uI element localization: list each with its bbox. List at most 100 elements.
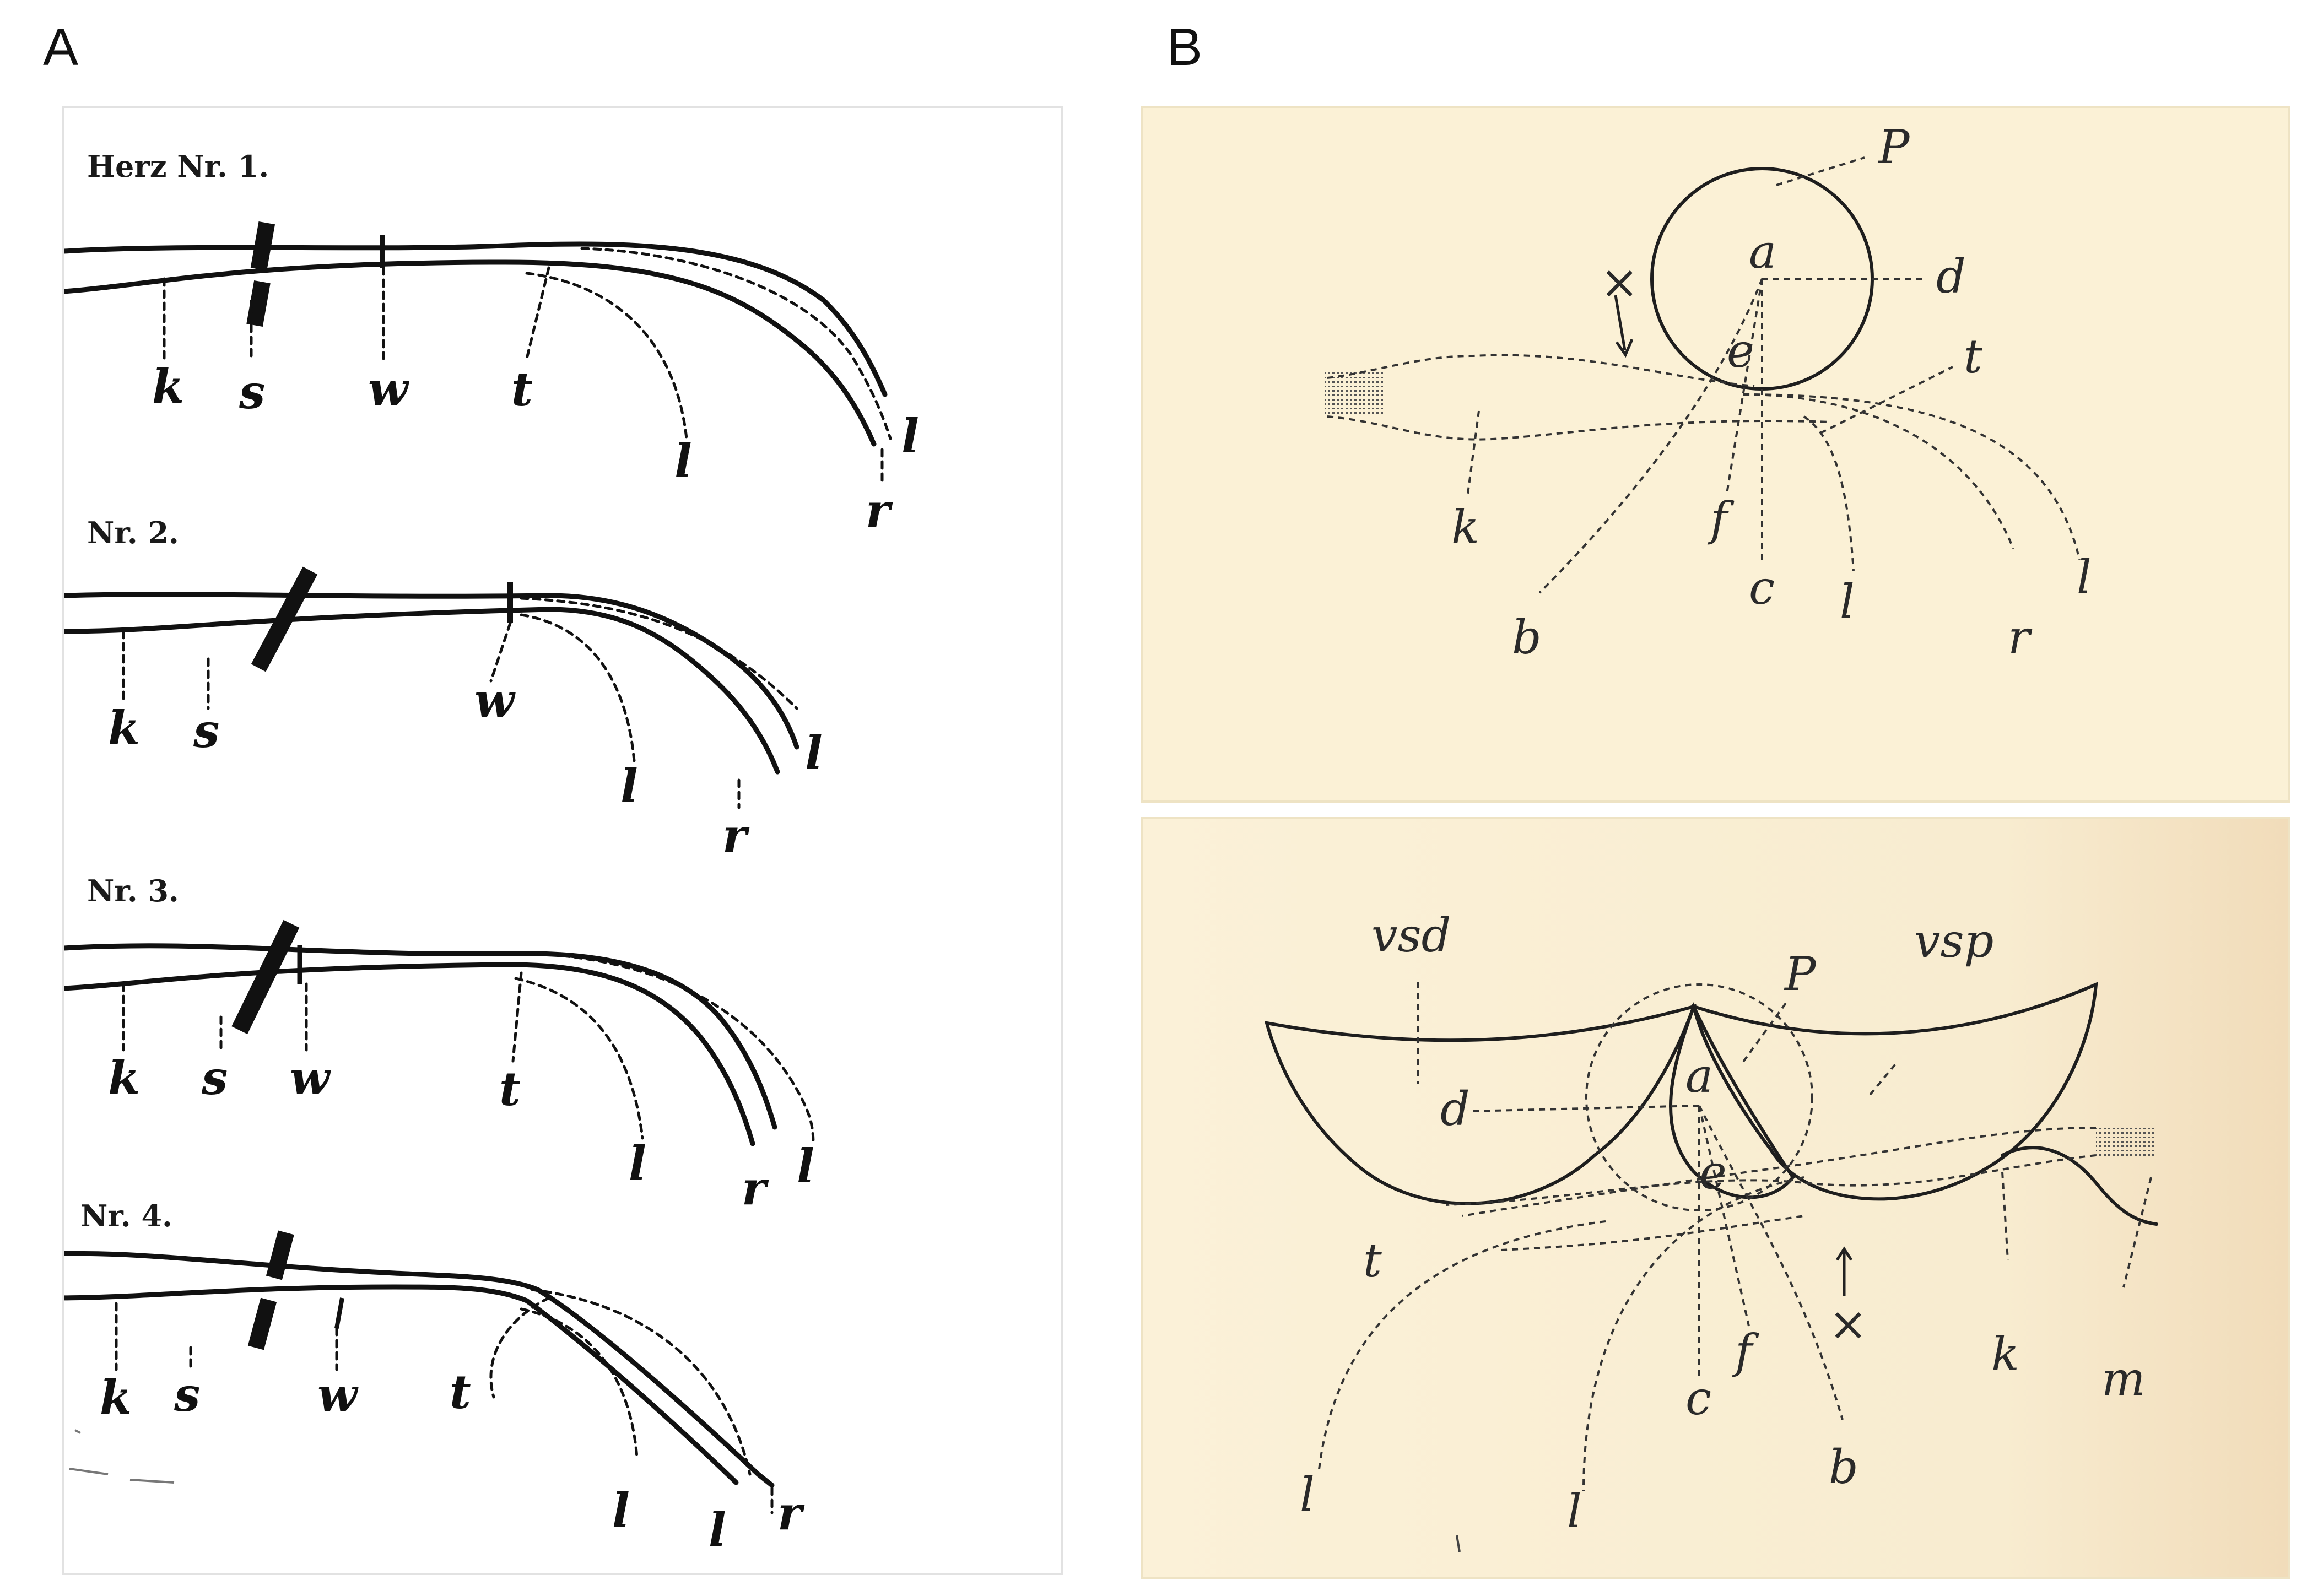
- stippled-end-right: [2096, 1125, 2157, 1158]
- stippled-end-left: [1325, 372, 1385, 416]
- panel-b-top-figure: P a d × e t k f c l r l b: [1141, 106, 2290, 803]
- heart-4-label-s: s: [174, 1367, 200, 1422]
- heart-4-dashed-l-inner: [520, 1307, 639, 1459]
- heart-2-label-w: w: [474, 673, 516, 728]
- top-label-f: f: [1707, 492, 1735, 546]
- leader-l-left: [1318, 1220, 1606, 1470]
- heart-1-dashed-l-inner: [525, 272, 688, 440]
- heart-1-label-w: w: [368, 362, 409, 416]
- heart-4-label-w: w: [317, 1367, 359, 1422]
- heart-3-label-w: w: [290, 1051, 331, 1105]
- heart-3-upper-line: [64, 943, 777, 1130]
- bottom-label-p: P: [1784, 947, 1817, 1001]
- leader-vsp: [1869, 1061, 1899, 1096]
- panel-b-bottom-figure: vsd P vsp a d e t c f × k m b l l: [1141, 817, 2290, 1579]
- heart-2-lower-line: [64, 607, 780, 775]
- heart-3-dashed-l-inner: [514, 977, 644, 1140]
- bottom-label-d: d: [1440, 1082, 1470, 1136]
- heart-3-dashed-l-outer: [525, 952, 815, 1145]
- panel-a-figure: Herz Nr. 1. k s w t l r l Nr. 2. k s: [62, 106, 1063, 1575]
- top-dashed-band-lower: [1327, 415, 1832, 441]
- heart-2-upper-line: [64, 592, 799, 750]
- heart-4-title: Nr. 4.: [80, 1198, 172, 1233]
- top-label-d: d: [1936, 250, 1966, 304]
- heart-4-smudge-marks: [69, 1429, 175, 1484]
- leader-t: [1820, 366, 1953, 434]
- panel-b-bottom-drawing: vsd P vsp a d e t c f × k m b l l: [1264, 908, 2158, 1552]
- top-label-p: P: [1877, 120, 1910, 174]
- heart-1-s-mark: [250, 221, 275, 270]
- bottom-arrow-head: [1835, 1246, 1853, 1261]
- leader-m: [2122, 1177, 2152, 1288]
- heart-4-upper-line: [64, 1251, 775, 1488]
- top-label-t: t: [1964, 329, 1982, 383]
- top-arrow-shaft: [1614, 295, 1627, 351]
- panel-label-a: A: [43, 18, 79, 77]
- leader-p-bottom: [1742, 1000, 1789, 1063]
- heart-3-label-k: k: [108, 1051, 140, 1105]
- heart-1-label-l-inner: l: [674, 434, 692, 488]
- heart-4-label-k: k: [100, 1370, 132, 1425]
- heart-3-label-r: r: [742, 1161, 769, 1215]
- right-solid-tail: [2001, 1146, 2158, 1226]
- heart-4-s-mark-lower: [247, 1297, 277, 1350]
- heart-4-dashed-l-outer: [531, 1288, 752, 1476]
- right-valve-cusp: [1691, 982, 2098, 1201]
- heart-1-t-leader: [525, 266, 550, 360]
- heart-2-s-mark: [251, 566, 318, 672]
- heart-2-label-s: s: [193, 704, 219, 758]
- heart-4-label-l-outer: l: [709, 1502, 726, 1557]
- heart-2-w-leader: [489, 621, 512, 683]
- leader-r: [1743, 393, 2014, 549]
- leader-l-second: [1582, 1176, 1804, 1492]
- bottom-label-vsp: vsp: [1914, 914, 1993, 968]
- heart-4-lower-line: [64, 1284, 739, 1485]
- heart-2-diagram: Nr. 2. k s w l r l: [64, 515, 823, 863]
- bottom-label-k: k: [1991, 1327, 2019, 1381]
- left-valve-cusp: [1264, 1004, 1697, 1205]
- heart-3-title: Nr. 3.: [87, 873, 179, 908]
- top-label-b: b: [1512, 610, 1542, 664]
- heart-4-s-mark: [266, 1230, 294, 1280]
- heart-4-w-mark: [334, 1297, 344, 1329]
- bottom-label-x: ×: [1829, 1297, 1867, 1351]
- leader-d-bottom: [1467, 1105, 1700, 1112]
- heart-3-label-l-outer: l: [797, 1139, 814, 1193]
- heart-1-label-s: s: [239, 365, 265, 419]
- heart-2-dashed-l-inner: [520, 613, 636, 762]
- bottom-label-a: a: [1685, 1049, 1713, 1103]
- heart-3-label-s: s: [201, 1051, 228, 1105]
- heart-2-label-l-inner: l: [620, 759, 638, 813]
- heart-3-lower-line: [64, 962, 755, 1146]
- leader-l-right: [1743, 393, 2081, 560]
- top-label-r: r: [2008, 610, 2033, 664]
- bottom-label-f: f: [1732, 1324, 1759, 1378]
- bottom-band-lower: [1445, 1154, 2097, 1206]
- bottom-stray-mark: [1456, 1535, 1461, 1552]
- top-label-a: a: [1749, 225, 1776, 279]
- heart-2-dashed-l-outer: [520, 597, 798, 710]
- leader-f-bottom: [1698, 1105, 1750, 1327]
- heart-2-title: Nr. 2.: [87, 515, 179, 550]
- bottom-label-b: b: [1829, 1440, 1858, 1494]
- bottom-label-c: c: [1685, 1371, 1711, 1425]
- leader-k-bottom: [2001, 1171, 2009, 1260]
- bottom-band-upper: [1462, 1127, 2097, 1217]
- leader-p: [1776, 156, 1865, 186]
- leader-l-middle: [1803, 415, 1855, 571]
- leader-t-bottom: [1500, 1215, 1804, 1251]
- heart-3-label-l-inner: l: [629, 1136, 646, 1191]
- heart-1-lower-line: [64, 259, 877, 447]
- panel-label-b: B: [1167, 18, 1203, 77]
- heart-4-t-curve: [489, 1296, 550, 1399]
- leader-k: [1467, 410, 1480, 494]
- bottom-label-l-left: l: [1300, 1468, 1315, 1522]
- top-label-c: c: [1749, 561, 1775, 615]
- panel-a-drawing: Herz Nr. 1. k s w t l r l Nr. 2. k s: [64, 149, 919, 1557]
- top-label-l-middle: l: [1840, 575, 1855, 629]
- heart-3-label-t: t: [499, 1062, 521, 1116]
- heart-2-label-r: r: [722, 808, 750, 863]
- heart-1-label-l-outer: l: [901, 409, 919, 463]
- heart-4-label-t: t: [450, 1365, 471, 1419]
- leader-b: [1538, 278, 1763, 594]
